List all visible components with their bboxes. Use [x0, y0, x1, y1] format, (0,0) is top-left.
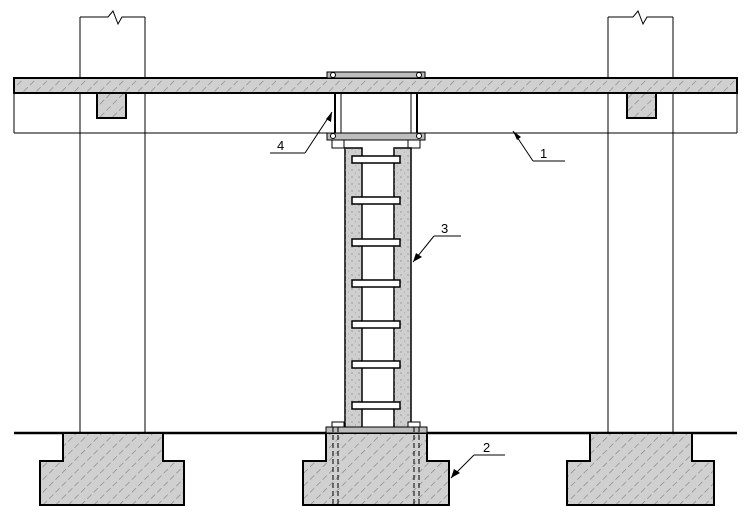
callout-3: 3 — [412, 221, 461, 263]
lower-column-left — [79, 93, 146, 432]
lattice-batten-plates — [351, 155, 401, 410]
foundation-center — [302, 426, 450, 506]
steel-lattice-column — [331, 147, 421, 432]
callout-label-beam: 1 — [540, 146, 547, 161]
foundation-left — [39, 432, 185, 506]
upper-column-right — [607, 10, 674, 78]
lower-column-right — [607, 93, 674, 432]
callout-2: 2 — [450, 440, 505, 479]
callout-label-connection: 4 — [277, 138, 284, 153]
callout-1: 1 — [512, 130, 565, 162]
upper-column-left — [79, 10, 146, 78]
top-connection-plates — [326, 71, 426, 149]
callout-label-steel-column: 3 — [441, 221, 448, 236]
callout-label-foundation: 2 — [483, 440, 490, 455]
floor-slab — [13, 77, 738, 134]
foundation-right — [566, 432, 715, 506]
callout-4: 4 — [270, 111, 333, 154]
